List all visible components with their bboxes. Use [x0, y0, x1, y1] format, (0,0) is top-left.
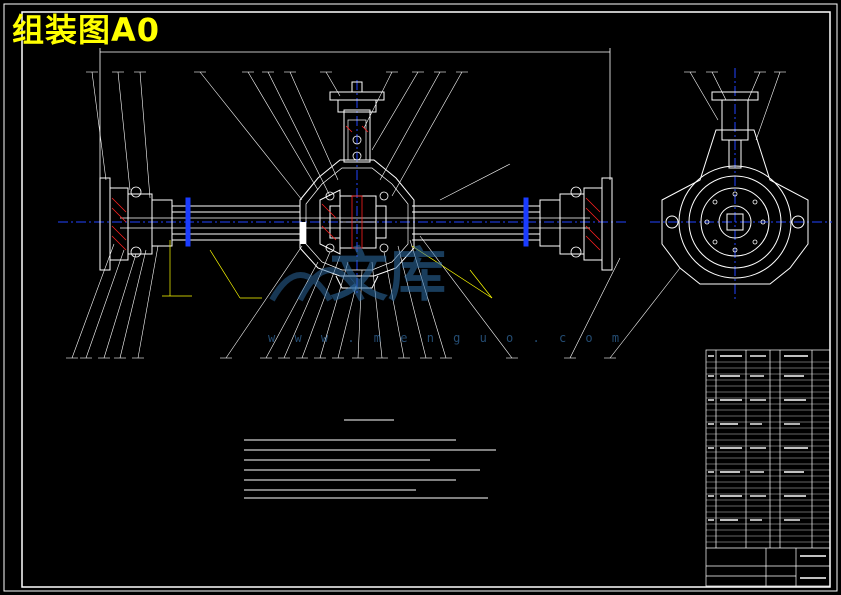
- axle-side-view: [661, 91, 809, 285]
- section-hatch: [111, 125, 601, 251]
- leader-stubs: [66, 71, 786, 359]
- dark-parts: [185, 197, 529, 247]
- technical-notes: [244, 419, 496, 499]
- parts-list-rows: [706, 361, 830, 543]
- leader-lines: [71, 71, 781, 359]
- drawing-title: 组装图A0: [12, 11, 161, 49]
- watermark-logo: [269, 267, 365, 302]
- inner-frame: [21, 11, 831, 588]
- side-view-bolts: [704, 191, 766, 253]
- outer-frame: [3, 3, 838, 592]
- parts-list-entries: [708, 355, 826, 579]
- parts-list-table: [705, 349, 831, 587]
- watermark-url: w w w . m e n g u o . c o m: [268, 331, 626, 345]
- watermark-text: 文库: [330, 241, 447, 309]
- dimension-top: [99, 48, 611, 180]
- yellow-dimension-leaders: [162, 240, 493, 299]
- bearings: [130, 135, 582, 258]
